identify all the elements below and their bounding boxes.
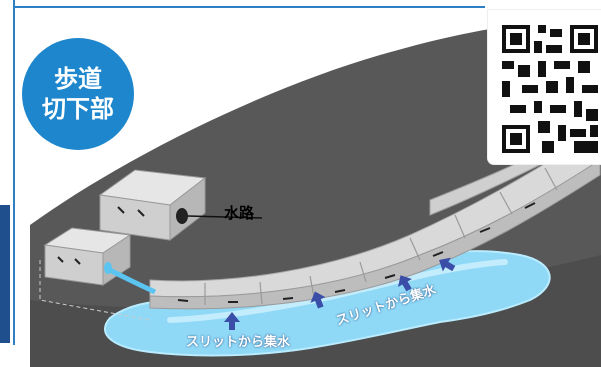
qr-code-card[interactable]	[488, 10, 601, 164]
badge-line-1: 歩道	[54, 65, 102, 93]
arrow-up-4	[439, 257, 456, 272]
water-channel-label: 水路	[224, 204, 255, 222]
section-badge: 歩道 切下部	[22, 38, 134, 150]
curb-slits	[177, 202, 536, 303]
channel-box-lower	[43, 227, 157, 295]
arrow-up-2	[310, 291, 326, 309]
badge-line-2: 切下部	[42, 95, 114, 123]
top-rule	[15, 6, 485, 8]
slit-collection-label-left: スリットから集水	[186, 335, 291, 350]
arrow-up-1	[224, 312, 240, 330]
channel-outline	[39, 260, 151, 321]
channel-box-upper	[98, 169, 207, 242]
collection-arrows	[224, 257, 456, 330]
arrow-up-3	[398, 275, 412, 292]
water-channel-leader	[187, 215, 263, 219]
curb-joints	[204, 167, 558, 305]
qr-code-image	[502, 25, 598, 153]
left-accent-strip	[0, 205, 10, 343]
side-rule	[13, 0, 15, 345]
